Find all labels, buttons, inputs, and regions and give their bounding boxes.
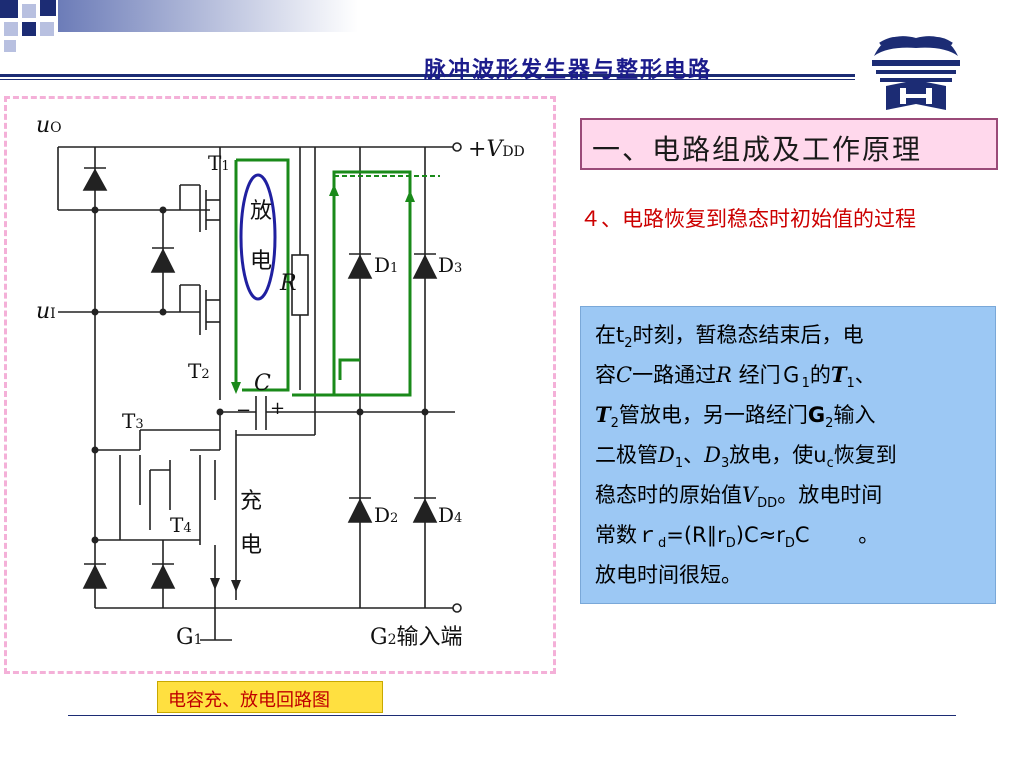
header-title: 脉冲波形发生器与整形电路 bbox=[424, 57, 713, 83]
header-square-6 bbox=[40, 22, 54, 36]
g1-label: G1 bbox=[176, 625, 203, 650]
t2-label: T2 bbox=[188, 359, 210, 383]
t1-label: T1 bbox=[208, 151, 230, 175]
header-square-5 bbox=[22, 22, 36, 36]
explanation-box: 在t2时刻，暂稳态结束后，电 容C一路通过R 经门Ｇ1的T1、 T2管放电，另一… bbox=[580, 306, 996, 604]
vdd-label: +VDD bbox=[468, 137, 525, 162]
caption-box: 电容充、放电回路图 bbox=[157, 681, 383, 713]
r-label: R bbox=[279, 271, 297, 296]
t4-label: T4 bbox=[170, 513, 192, 537]
header-square-1 bbox=[0, 0, 18, 18]
discharge-label-1: 放 bbox=[250, 199, 272, 224]
header-rule bbox=[0, 74, 855, 77]
cap-minus-label: − bbox=[236, 400, 251, 421]
section-heading-box: 一、电路组成及工作原理 bbox=[580, 118, 998, 170]
info-line-5: 稳态时的原始值VDD。放电时间 bbox=[595, 483, 883, 512]
d2-label: D2 bbox=[374, 503, 398, 527]
circuit-diagram: uO uI +VDD T1 T2 T3 T4 放 电 R C − + D1 D3… bbox=[36, 113, 525, 650]
header-rule-thin bbox=[0, 79, 855, 80]
section-title: 一、电路组成及工作原理 bbox=[592, 133, 923, 166]
cap-plus-label: + bbox=[270, 398, 285, 419]
footer-rule bbox=[68, 715, 956, 716]
info-line-6: 常数ｒd=(R∥rD)C≈rDC 。 bbox=[595, 523, 880, 552]
uo-label: uO bbox=[36, 113, 62, 138]
info-line-2: 容C一路通过R 经门Ｇ1的T1、 bbox=[595, 362, 876, 392]
discharge-label-2: 电 bbox=[250, 249, 272, 274]
g2-label: G2输入端 bbox=[370, 625, 463, 650]
caption: 电容充、放电回路图 bbox=[168, 690, 330, 711]
info-line-1: 在t2时刻，暂稳态结束后，电 bbox=[595, 323, 864, 352]
d3-label: D3 bbox=[438, 253, 462, 277]
charge-label-1: 充 bbox=[240, 489, 262, 514]
ui-label: uI bbox=[36, 299, 56, 324]
t3-label: T3 bbox=[122, 409, 144, 433]
info-line-4: 二极管D1、D3放电，使uc恢复到 bbox=[595, 443, 897, 472]
d4-label: D4 bbox=[438, 503, 462, 527]
subtitle: ４、电路恢复到稳态时初始值的过程 bbox=[580, 207, 916, 231]
info-line-7: 放电时间很短。 bbox=[595, 563, 742, 587]
c-label: C bbox=[254, 371, 271, 396]
header-square-4 bbox=[4, 22, 18, 36]
header-square-2 bbox=[22, 4, 36, 18]
header-square-3 bbox=[40, 0, 56, 16]
info-line-3: T2管放电，另一路经门G2输入 bbox=[595, 402, 876, 432]
header-gradient-bar bbox=[58, 0, 358, 32]
charge-label-2: 电 bbox=[240, 533, 262, 558]
d1-label: D1 bbox=[374, 253, 398, 277]
dragon-book-emblem-icon bbox=[872, 36, 960, 110]
header-square-7 bbox=[4, 40, 16, 52]
